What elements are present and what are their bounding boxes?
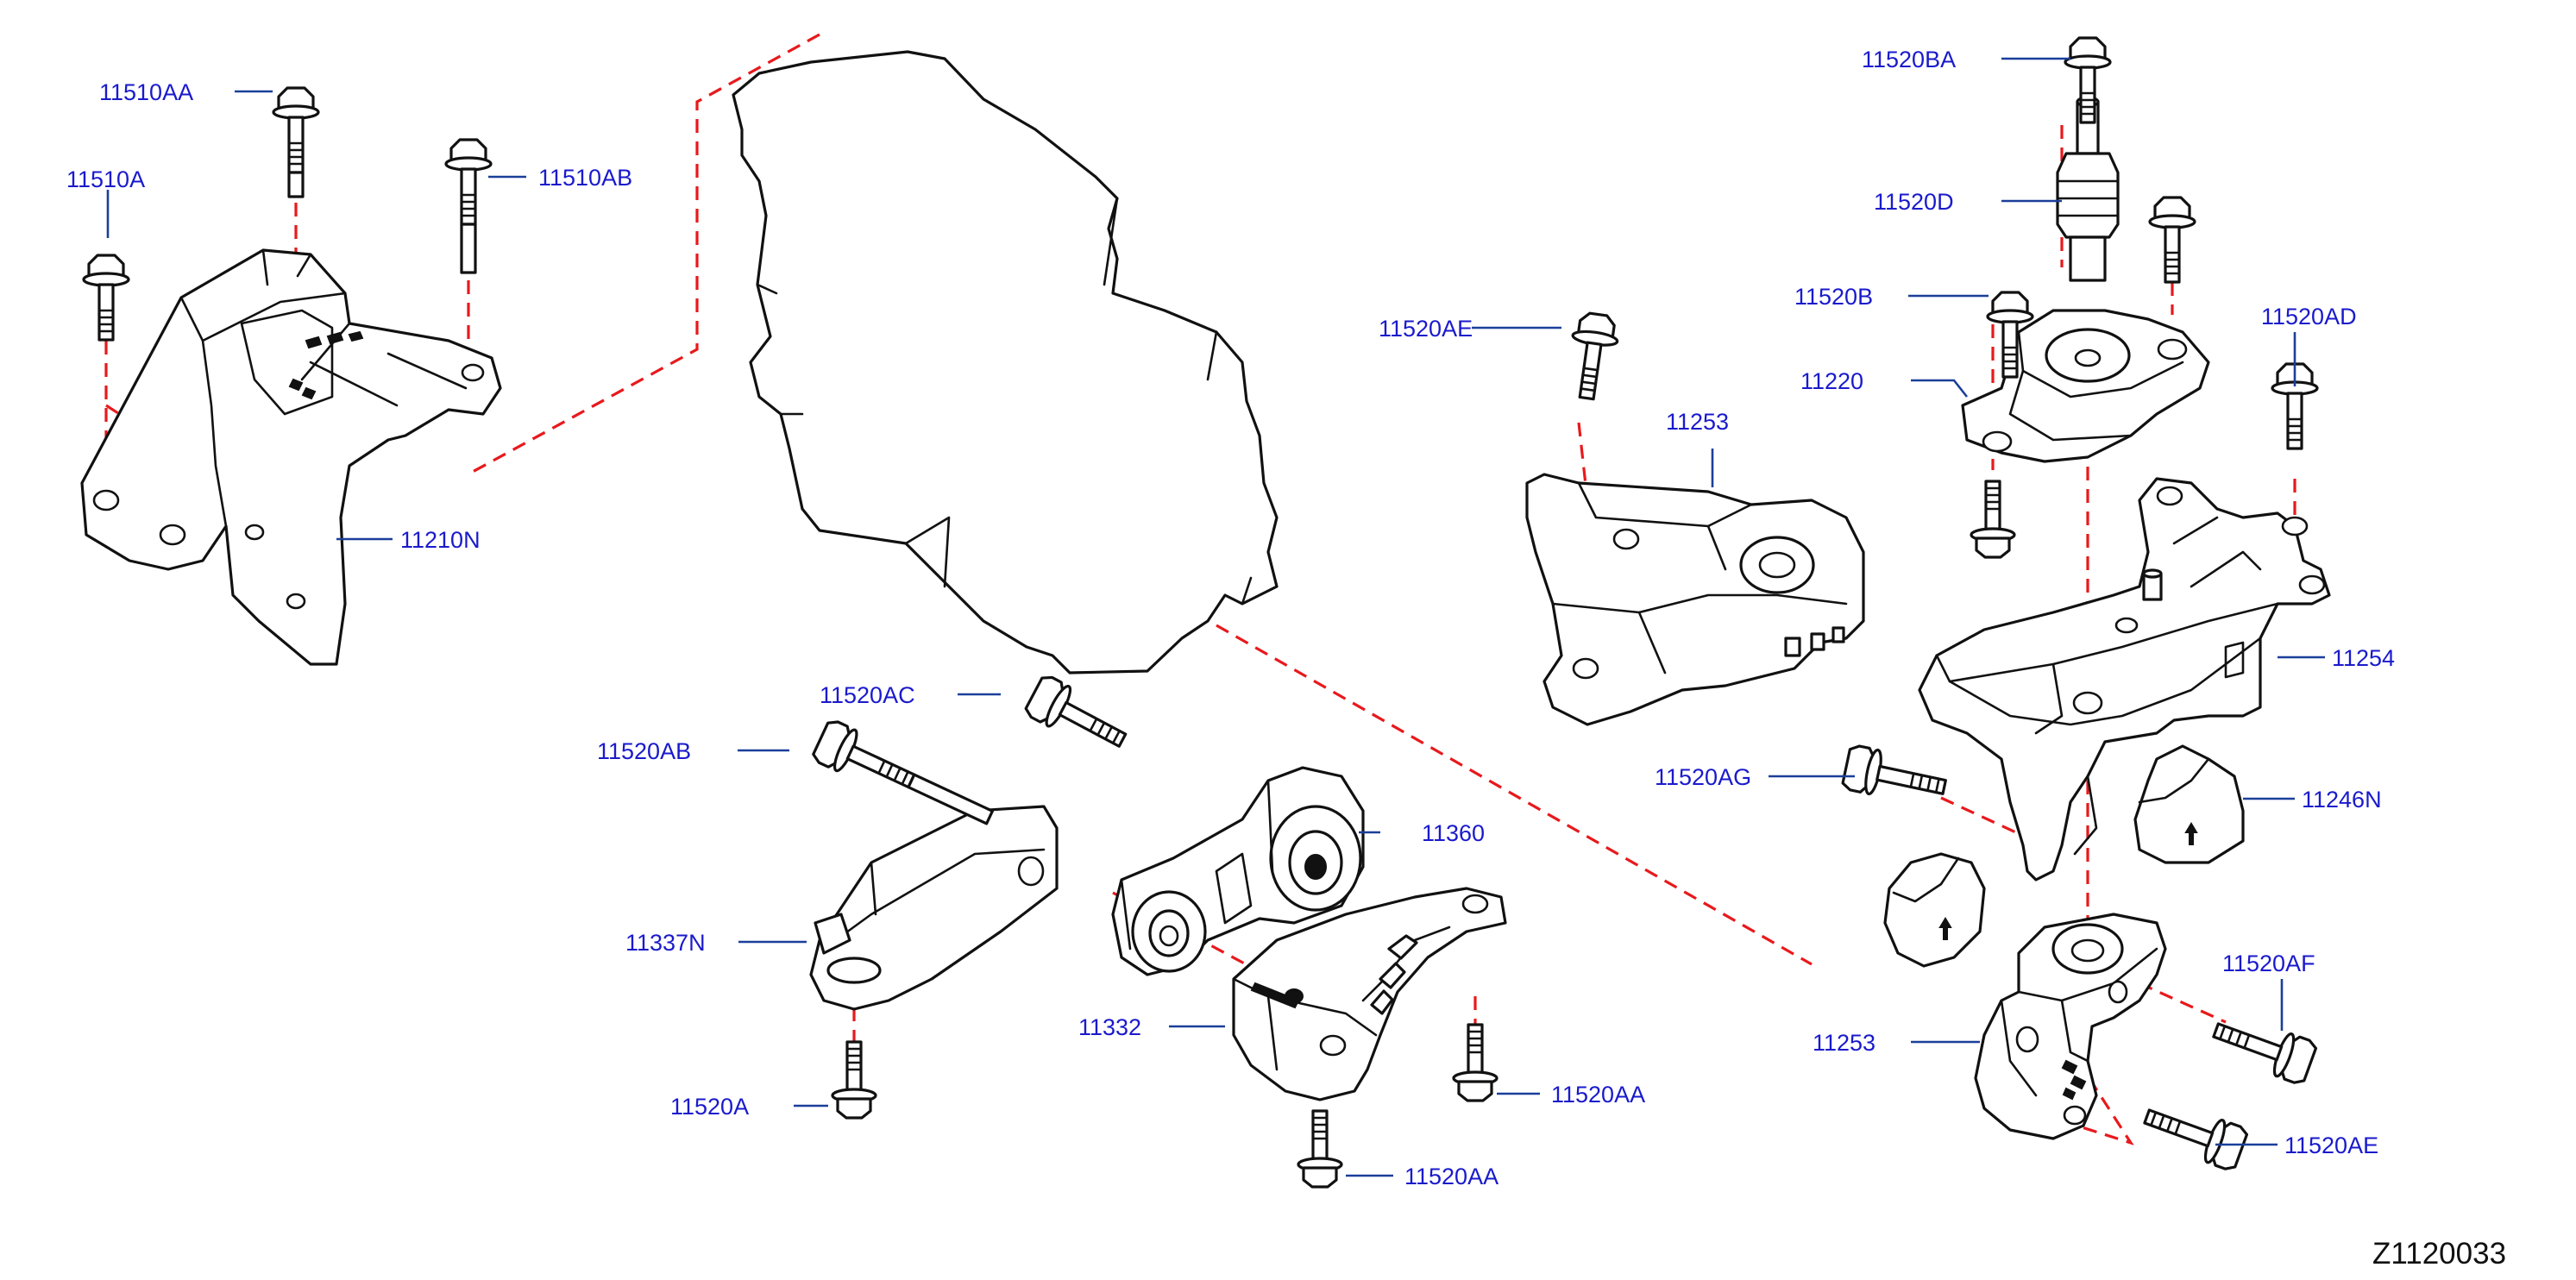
bracket-11253-upper [1525, 473, 1865, 726]
label-11520AB[interactable]: 11520AB [597, 738, 691, 764]
label-11253-upper[interactable]: 11253 [1666, 409, 1729, 435]
label-11520D[interactable]: 11520D [1874, 189, 1954, 215]
label-11510AB[interactable]: 11510AB [538, 165, 632, 191]
stopper-11246N [2133, 744, 2245, 864]
bolt-11520AB [1021, 672, 1134, 762]
bolt-11520A [831, 1040, 877, 1120]
label-11360[interactable]: 11360 [1422, 820, 1485, 846]
engine-outline [732, 50, 1279, 675]
label-11510A[interactable]: 11510A [66, 166, 145, 192]
label-11246N[interactable]: 11246N [2302, 787, 2382, 813]
label-11254[interactable]: 11254 [2332, 645, 2395, 671]
label-11520AA-2[interactable]: 11520AA [1404, 1164, 1498, 1189]
label-11337N[interactable]: 11337N [625, 930, 706, 956]
bolt-11520AG [1840, 743, 1951, 811]
label-11510AA[interactable]: 11510AA [99, 79, 193, 105]
label-11520AG[interactable]: 11520AG [1655, 764, 1751, 790]
bolt-11520AC [809, 717, 922, 803]
stopper-lower [1883, 852, 1986, 968]
bolt-11520AE-upper [1562, 310, 1623, 403]
label-11520AF[interactable]: 11520AF [2222, 951, 2315, 976]
nut-11520AE-upper [2148, 196, 2196, 284]
bolt-11520AE-lower [2138, 1094, 2251, 1174]
part-labels: 11510AA 11510A 11510AB 11210N 11520AC 11… [66, 47, 2395, 1189]
bolt-11510A [82, 254, 130, 342]
label-11220[interactable]: 11220 [1800, 368, 1863, 394]
bracket-11337N [809, 805, 1059, 1011]
bracket-11254 [1918, 477, 2331, 882]
bolt-11510AB [444, 138, 493, 226]
label-11520AE-upper[interactable]: 11520AE [1379, 316, 1473, 342]
diagram-code: Z1120033 [2372, 1237, 2506, 1271]
mount-insulator-11220 [1961, 309, 2210, 463]
label-11210N[interactable]: 11210N [400, 527, 481, 553]
label-11520AA-1[interactable]: 11520AA [1551, 1082, 1645, 1107]
label-11520B[interactable]: 11520B [1794, 284, 1873, 310]
bolt-11520AA-2 [1297, 1109, 1343, 1189]
bolt-11510AB-shank [460, 223, 477, 274]
label-11520A[interactable]: 11520A [670, 1094, 749, 1120]
label-11253-lower[interactable]: 11253 [1813, 1030, 1875, 1056]
label-11332[interactable]: 11332 [1078, 1014, 1141, 1040]
label-11520BA[interactable]: 11520BA [1862, 47, 1956, 72]
label-11520AC[interactable]: 11520AC [820, 682, 915, 708]
bolt-11520AC-shank [907, 773, 994, 825]
stud-11520D [2056, 96, 2120, 282]
label-11520AD[interactable]: 11520AD [2261, 304, 2357, 329]
bolt-11510AA [272, 86, 320, 174]
bolt-11510AA-shank [287, 171, 305, 198]
leader-lines [106, 57, 2325, 1177]
nut-11520BA [2064, 36, 2112, 124]
bolt-11520AA-1 [1452, 1023, 1498, 1102]
torque-rod-11360 [1111, 766, 1365, 976]
bracket-11253-lower [1974, 913, 2167, 1140]
bolt-11520B-lower [1970, 480, 2016, 559]
transmission-mount-bracket [80, 248, 502, 666]
bracket-11332 [1232, 887, 1507, 1101]
label-11520AE-lower[interactable]: 11520AE [2284, 1133, 2378, 1158]
